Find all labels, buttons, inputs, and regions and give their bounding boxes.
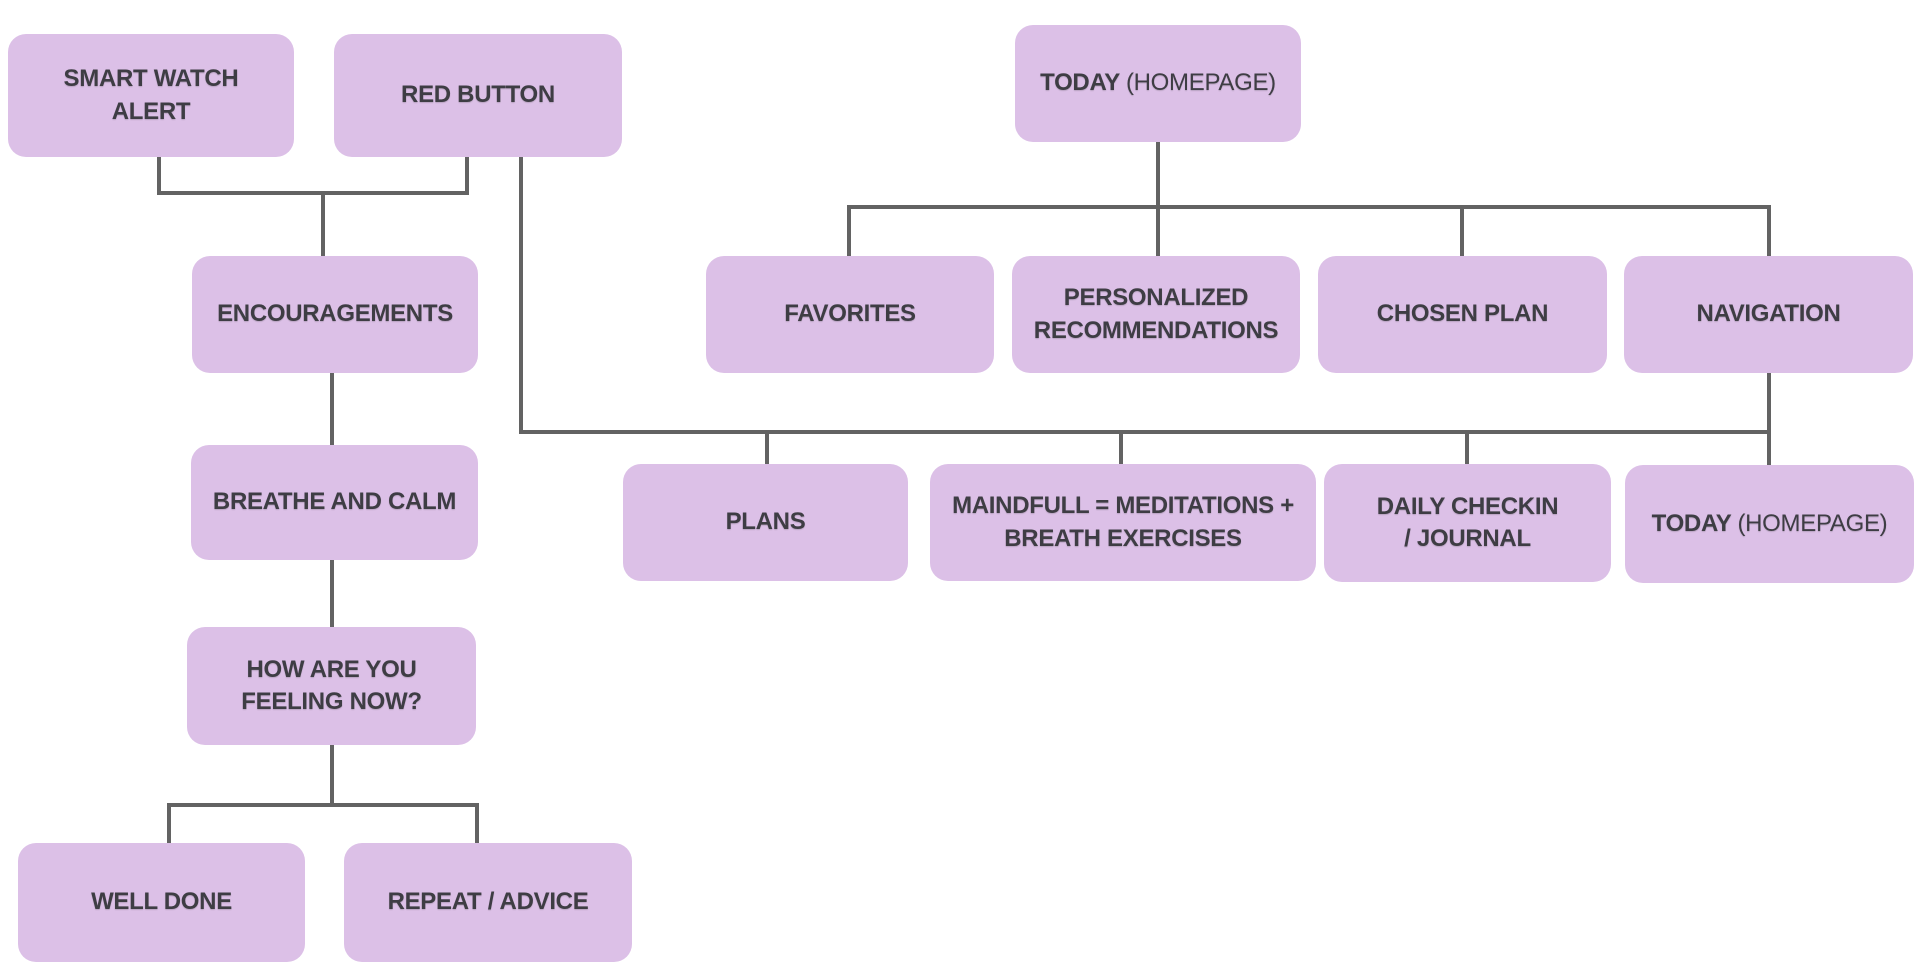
node-label: TODAY (HOMEPAGE) [1652,508,1888,540]
node-label: BREATHE AND CALM [212,488,457,516]
node-label: HOW ARE YOU FEELING NOW? [241,655,422,715]
connector-today-top-riser [1156,140,1160,209]
node-label: RED BUTTON [401,81,555,109]
node-daily-checkin-journal[interactable]: DAILY CHECKIN / JOURNAL [1324,464,1611,582]
node-label: PERSONALIZED RECOMMENDATIONS [1033,284,1279,344]
connector-to-plans [765,430,769,464]
connector-to-personalized [1156,205,1160,256]
node-label-bold: TODAY [1651,509,1732,537]
connector-to-favorites [847,205,851,256]
node-label-rest: (HOMEPAGE) [1737,509,1888,537]
connector-smart-watch-alert-drop [157,157,161,195]
node-label: WELL DONE [91,888,232,916]
connector-to-daily-checkin [1465,430,1469,464]
connector-navigation-to-today-bottom [1767,371,1771,465]
node-label: NAVIGATION [1696,300,1841,328]
node-today-homepage-top[interactable]: TODAY (HOMEPAGE) [1015,25,1301,142]
node-favorites[interactable]: FAVORITES [706,256,994,373]
node-personalized-recommendations[interactable]: PERSONALIZED RECOMMENDATIONS [1012,256,1300,373]
node-navigation[interactable]: NAVIGATION [1624,256,1913,373]
node-label: PLANS [725,508,806,536]
node-label: MAINDFULL = MEDITATIONS + BREATH EXERCIS… [952,492,1294,552]
node-label-rest: (HOMEPAGE) [1125,69,1276,97]
connector-breathe-to-feeling [330,560,334,627]
node-smart-watch-alert[interactable]: SMART WATCH ALERT [8,34,294,157]
node-label: SMART WATCH ALERT [63,65,239,125]
node-red-button[interactable]: RED BUTTON [334,34,622,157]
connector-feeling-split [167,803,479,807]
node-label-bold: TODAY [1040,69,1120,97]
node-label: CHOSEN PLAN [1376,300,1549,328]
node-encouragements[interactable]: ENCOURAGEMENTS [192,256,478,373]
connector-to-well-done [167,803,171,843]
connector-to-encouragements [321,191,325,256]
connector-row1-rail [847,205,1771,209]
node-label: FAVORITES [784,300,916,328]
node-today-homepage-bottom[interactable]: TODAY (HOMEPAGE) [1625,465,1914,583]
node-label: REPEAT / ADVICE [387,888,589,916]
connector-encouragements-to-breathe [330,373,334,445]
connector-feeling-drop [330,745,334,807]
node-repeat-advice[interactable]: REPEAT / ADVICE [344,843,632,962]
connector-alert-button-join [157,191,469,195]
node-label: ENCOURAGEMENTS [217,300,453,328]
connector-to-navigation [1767,205,1771,256]
connector-row2-rail [519,430,1771,434]
connector-to-chosen-plan [1460,205,1464,256]
connector-red-button-drop [465,157,469,195]
node-plans[interactable]: PLANS [623,464,908,581]
node-maindfull-meditations[interactable]: MAINDFULL = MEDITATIONS + BREATH EXERCIS… [930,464,1316,581]
node-how-are-you-feeling-now[interactable]: HOW ARE YOU FEELING NOW? [187,627,476,745]
node-label: DAILY CHECKIN / JOURNAL [1376,492,1559,552]
connector-to-repeat-advice [475,803,479,843]
connector-to-maindfull [1119,430,1123,464]
node-well-done[interactable]: WELL DONE [18,843,305,962]
node-chosen-plan[interactable]: CHOSEN PLAN [1318,256,1607,373]
node-label: TODAY (HOMEPAGE) [1040,67,1276,99]
connector-red-button-long-drop [519,157,523,434]
node-breathe-and-calm[interactable]: BREATHE AND CALM [191,445,478,560]
